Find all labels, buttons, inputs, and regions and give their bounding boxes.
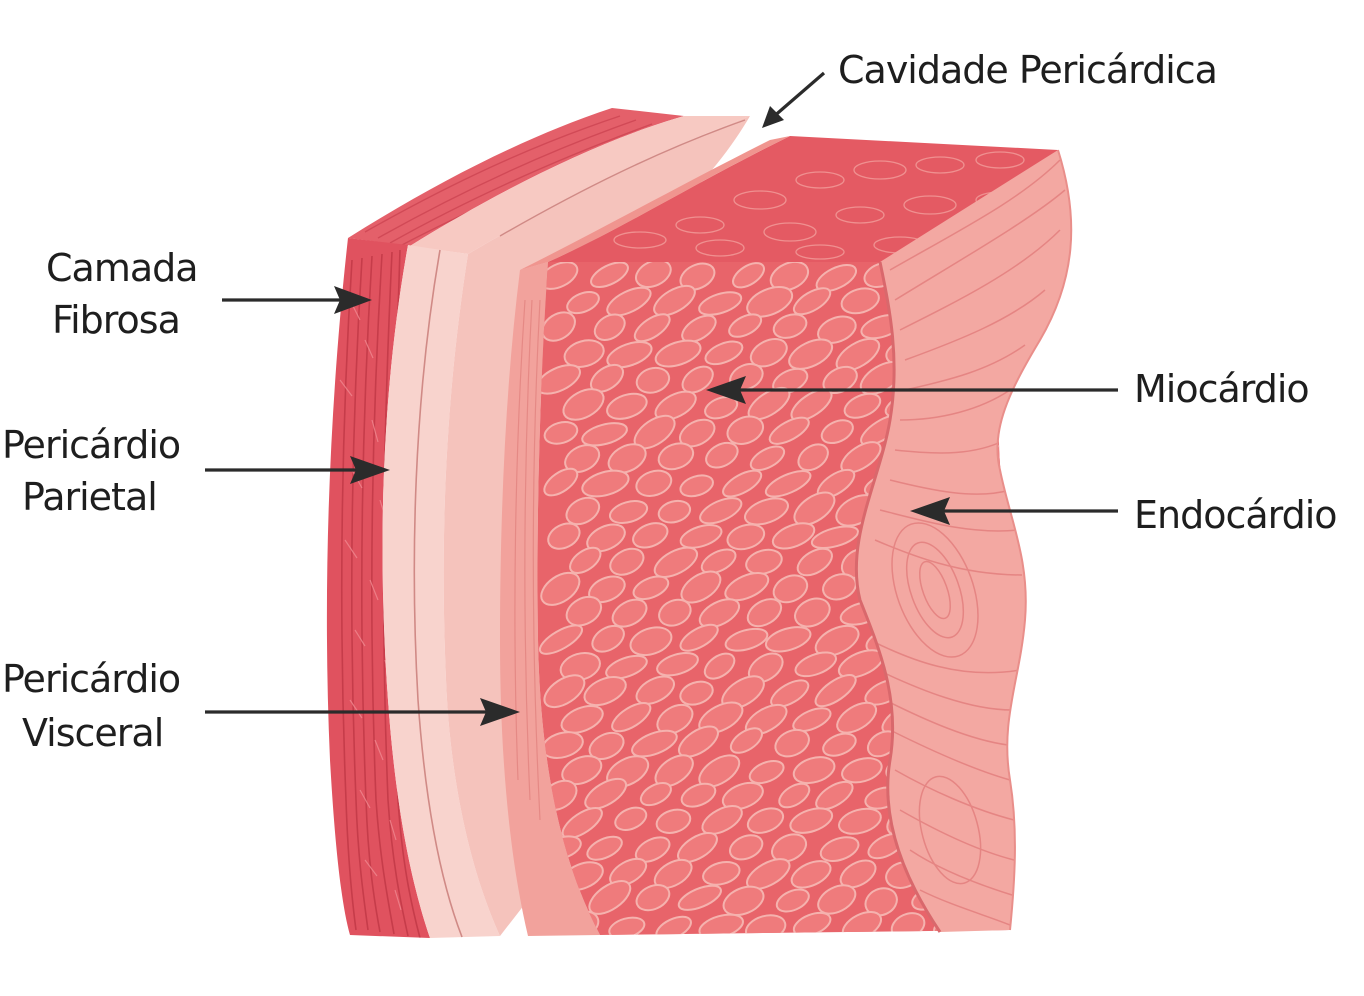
myocardium-cell [1022, 645, 1070, 685]
label-miocardio: Miocárdio [1134, 367, 1309, 411]
label-camada-fibrosa-line1: Camada [46, 246, 198, 290]
label-pericardio-parietal-line2: Parietal [22, 475, 157, 519]
label-pericardio-visceral-line2: Visceral [22, 711, 163, 755]
myocardium-cell [1018, 700, 1068, 734]
arrow-cavidade [762, 73, 824, 128]
myocardium-cell [1016, 750, 1066, 789]
label-endocardio: Endocárdio [1134, 493, 1337, 537]
label-camada-fibrosa-line2: Fibrosa [52, 298, 180, 342]
myocardium-cell [1018, 387, 1063, 427]
myocardium-cell [1021, 600, 1063, 630]
label-pericardio-parietal-line1: Pericárdio [2, 423, 180, 467]
label-pericardio-visceral-line1: Pericárdio [2, 657, 180, 701]
myocardium-cell [1001, 462, 1049, 504]
myocardium-cell [1022, 909, 1063, 944]
myocardium-cell [1021, 857, 1062, 893]
myocardium-cell [1021, 802, 1066, 844]
myocardium-cell [1022, 546, 1070, 577]
label-cavidade-pericardica: Cavidade Pericárdica [838, 48, 1217, 92]
myocardium-cell [1020, 437, 1066, 474]
arrow-endocardio [910, 497, 1118, 525]
myocardium-cell [1024, 493, 1063, 525]
